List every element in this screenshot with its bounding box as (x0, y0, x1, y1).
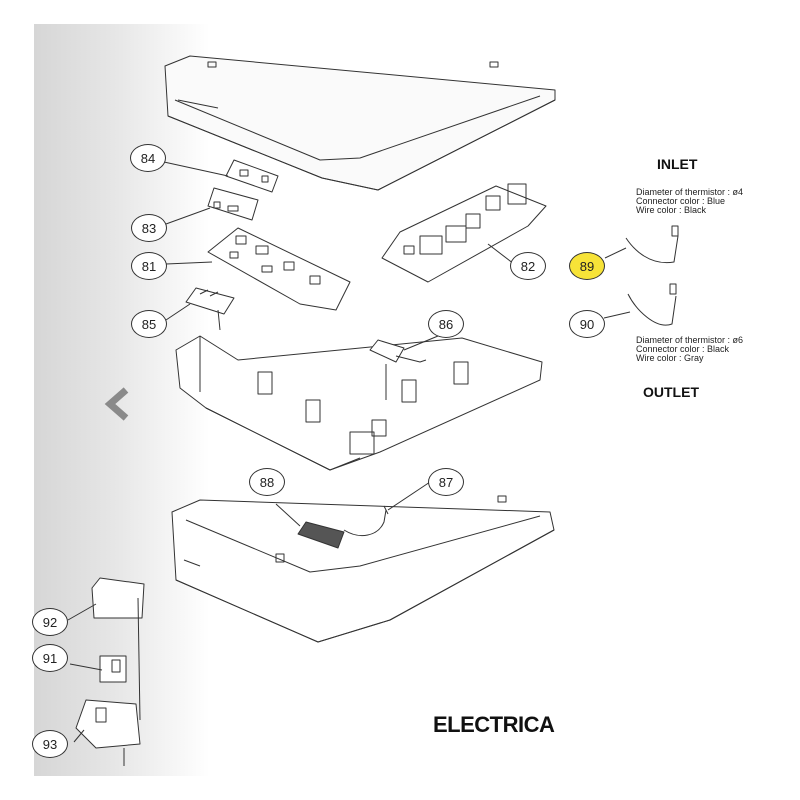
inlet-specs: Diameter of thermistor : ø4 Connector co… (636, 188, 743, 215)
callout-82: 82 (510, 252, 546, 280)
outlet-specs: Diameter of thermistor : ø6 Connector co… (636, 336, 743, 363)
part-91-terminal (99, 655, 127, 683)
part-82-board (381, 183, 547, 283)
inlet-connector: Connector color : Blue (636, 196, 726, 206)
outlet-diameter: Diameter of thermistor : ø6 (636, 335, 744, 345)
part-89-inlet-thermistor (604, 225, 679, 264)
part-92-cover (91, 577, 145, 721)
top-cover-part (164, 55, 556, 191)
callout-92: 92 (32, 608, 68, 636)
callout-86: 86 (428, 310, 464, 338)
inlet-wire: Wire color : Black (636, 205, 707, 215)
part-88-terminal (275, 503, 345, 549)
callout-85: 85 (131, 310, 167, 338)
callout-83: 83 (131, 214, 167, 242)
bottom-tray-part (171, 495, 555, 643)
callout-90: 90 (569, 310, 605, 338)
part-86-terminal (369, 339, 427, 400)
electrical-box-part (175, 335, 543, 471)
callout-89[interactable]: 89 (569, 252, 605, 280)
outlet-connector: Connector color : Black (636, 344, 730, 354)
part-83-board (207, 187, 259, 221)
part-93-bracket (75, 699, 141, 766)
part-90-outlet-thermistor (603, 283, 677, 326)
callout-93: 93 (32, 730, 68, 758)
outlet-wire: Wire color : Gray (636, 353, 704, 363)
part-85-terminal (185, 287, 235, 331)
section-title: ELECTRICA (433, 712, 555, 737)
leader-lines (67, 161, 515, 743)
part-81-board (207, 227, 351, 311)
part-84-board (225, 159, 279, 193)
inlet-heading: INLET (657, 156, 698, 172)
callout-81: 81 (131, 252, 167, 280)
callout-87: 87 (428, 468, 464, 496)
chevron-left-icon (104, 387, 129, 421)
callout-88: 88 (249, 468, 285, 496)
callout-91: 91 (32, 644, 68, 672)
outlet-heading: OUTLET (643, 384, 699, 400)
inlet-diameter: Diameter of thermistor : ø4 (636, 187, 744, 197)
callout-84: 84 (130, 144, 166, 172)
part-87-wire (343, 505, 389, 537)
previous-button[interactable] (98, 384, 138, 424)
